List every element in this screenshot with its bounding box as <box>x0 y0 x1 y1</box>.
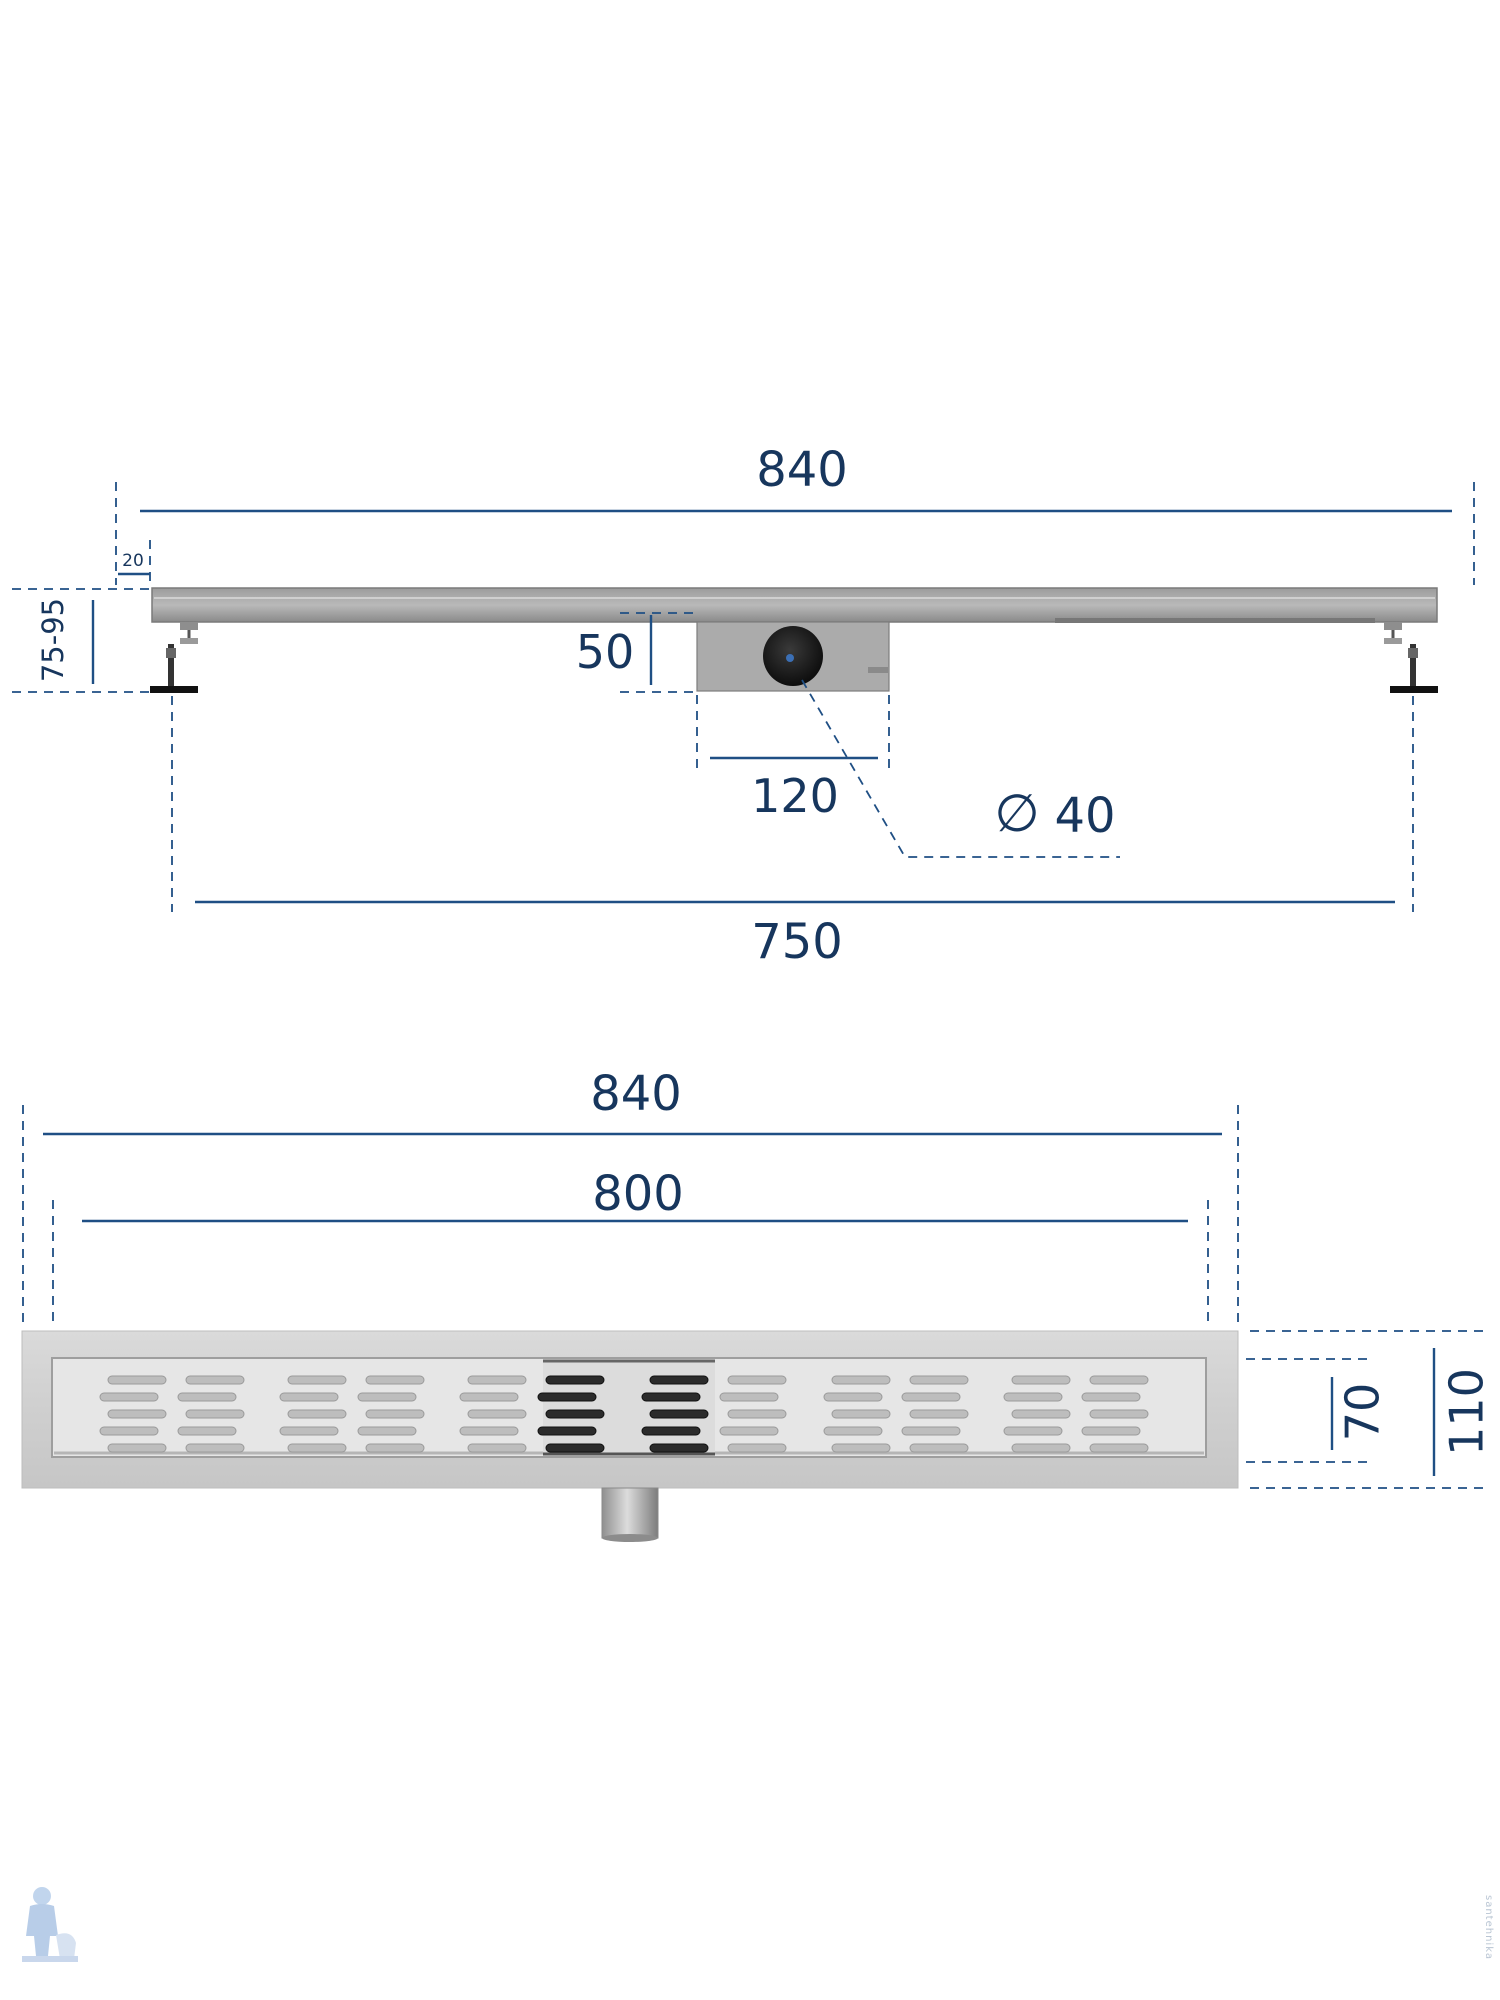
grate-length-label: 800 <box>592 1166 684 1222</box>
grate-slot <box>185 1443 245 1453</box>
grate-slot <box>831 1375 891 1385</box>
leveling-foot-left <box>150 622 198 693</box>
grate-slot <box>537 1426 597 1436</box>
grate-slot <box>279 1426 339 1436</box>
top-overall-length-label: 840 <box>590 1066 682 1122</box>
overall-width-label: 110 <box>1440 1368 1494 1456</box>
grate-slot <box>1003 1392 1063 1402</box>
drain-channel <box>151 587 1438 623</box>
outlet-pipe <box>601 1487 659 1539</box>
grate-slot <box>909 1375 969 1385</box>
grate-slot <box>287 1375 347 1385</box>
grate-slot <box>727 1409 787 1419</box>
grate-slot <box>467 1375 527 1385</box>
leveling-foot-right <box>1384 622 1438 693</box>
grate-slot <box>1089 1375 1149 1385</box>
flange-width-label: 20 <box>122 551 144 571</box>
top-view: 840 800 70 110 <box>21 1066 1494 1542</box>
grate-slot <box>727 1375 787 1385</box>
overall-length-label: 840 <box>756 442 848 498</box>
center-grate-section <box>543 1360 715 1455</box>
grate-width-label: 70 <box>1336 1383 1390 1442</box>
grate-slots <box>99 1375 1149 1453</box>
grate-slot <box>909 1409 969 1419</box>
grate-slot <box>185 1409 245 1419</box>
outlet-diameter-label: 40 <box>1054 788 1115 844</box>
grate-slot <box>537 1392 597 1402</box>
grate-slot <box>459 1392 519 1402</box>
grate-slot <box>1081 1426 1141 1436</box>
support-span-label: 750 <box>751 914 843 970</box>
grate-slot <box>107 1409 167 1419</box>
grate-slot <box>545 1409 605 1419</box>
grate-slot <box>357 1392 417 1402</box>
grate-slot <box>1011 1443 1071 1453</box>
grate-slot <box>185 1375 245 1385</box>
grate-slot <box>1089 1443 1149 1453</box>
grate-slot <box>107 1375 167 1385</box>
diameter-leader <box>801 679 1120 858</box>
grate-slot <box>649 1443 709 1453</box>
grate-slot <box>823 1426 883 1436</box>
grate-slot <box>459 1426 519 1436</box>
grate-slot <box>365 1375 425 1385</box>
height-range-label: 75-95 <box>36 598 70 682</box>
grate-slot <box>831 1443 891 1453</box>
grate-slot <box>719 1392 779 1402</box>
grate-slot <box>287 1443 347 1453</box>
grate-slot <box>641 1426 701 1436</box>
grate-slot <box>1081 1392 1141 1402</box>
grate-slot <box>365 1443 425 1453</box>
grate-slot <box>99 1426 159 1436</box>
grate-slot <box>1003 1426 1063 1436</box>
grate-slot <box>823 1392 883 1402</box>
grate-slot <box>357 1426 417 1436</box>
grate-slot <box>467 1409 527 1419</box>
grate-slot <box>365 1409 425 1419</box>
grate-slot <box>909 1443 969 1453</box>
grate-slot <box>279 1392 339 1402</box>
grate-slot <box>649 1409 709 1419</box>
grate-slot <box>467 1443 527 1453</box>
grate-slot <box>1011 1375 1071 1385</box>
grate-slot <box>99 1392 159 1402</box>
brand-logo <box>22 1887 78 1962</box>
grate-slot <box>727 1443 787 1453</box>
channel-underside <box>1055 618 1375 623</box>
grate-slot <box>287 1409 347 1419</box>
grate-slot <box>107 1443 167 1453</box>
grate-slot <box>649 1375 709 1385</box>
grate-slot <box>177 1426 237 1436</box>
grate-slot <box>545 1443 605 1453</box>
grate-slot <box>1011 1409 1071 1419</box>
grate-slot <box>1089 1409 1149 1419</box>
grate-slot <box>177 1392 237 1402</box>
grate-slot <box>719 1426 779 1436</box>
watermark: santehnika <box>1483 1895 1494 1960</box>
grate-slot <box>545 1375 605 1385</box>
grate-slot <box>641 1392 701 1402</box>
diameter-symbol: ∅ <box>994 784 1039 844</box>
side-view: 840 20 75-95 <box>12 442 1475 970</box>
grate-slot <box>901 1426 961 1436</box>
grate-slot <box>901 1392 961 1402</box>
outlet-depth-label: 50 <box>576 625 635 679</box>
grate-slot <box>831 1409 891 1419</box>
outlet-width-label: 120 <box>751 769 839 823</box>
